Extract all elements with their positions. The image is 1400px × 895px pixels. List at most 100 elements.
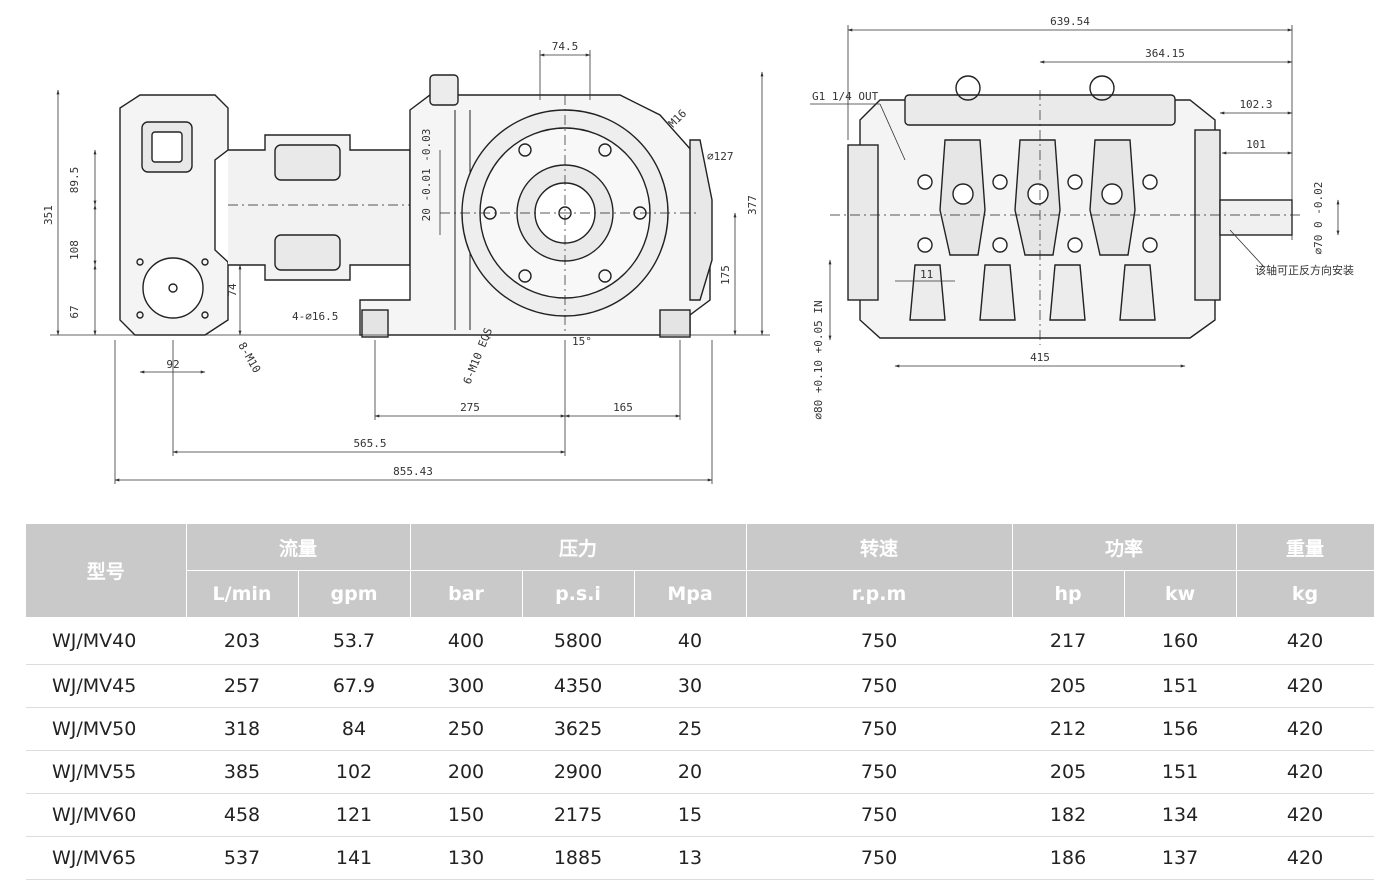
value-cell: 2175: [522, 793, 635, 837]
svg-text:4-∅16.5: 4-∅16.5: [292, 310, 338, 323]
header-pressure: 压力: [410, 524, 747, 571]
model-cell: WJ/MV45: [26, 664, 186, 708]
value-cell: 151: [1124, 664, 1237, 708]
svg-text:377: 377: [746, 195, 759, 215]
value-cell: 25: [634, 707, 747, 751]
value-cell: 67.9: [298, 664, 411, 708]
value-cell: 420: [1236, 664, 1375, 708]
value-cell: 156: [1124, 707, 1237, 751]
value-cell: 537: [186, 836, 298, 880]
unit-header: p.s.i: [522, 570, 635, 618]
value-cell: 186: [1012, 836, 1125, 880]
svg-text:92: 92: [166, 358, 179, 371]
model-cell: WJ/MV55: [26, 750, 186, 794]
value-cell: 420: [1236, 836, 1375, 880]
value-cell: 300: [410, 664, 523, 708]
model-cell: WJ/MV50: [26, 707, 186, 751]
value-cell: 160: [1124, 617, 1237, 665]
model-cell: WJ/MV65: [26, 836, 186, 880]
value-cell: 182: [1012, 793, 1125, 837]
side-view: [119, 74, 713, 338]
value-cell: 420: [1236, 617, 1375, 665]
value-cell: 203: [186, 617, 298, 665]
svg-text:275: 275: [460, 401, 480, 414]
svg-text:165: 165: [613, 401, 633, 414]
value-cell: 84: [298, 707, 411, 751]
value-cell: 134: [1124, 793, 1237, 837]
value-cell: 137: [1124, 836, 1237, 880]
unit-header: kg: [1236, 570, 1375, 618]
svg-text:565.5: 565.5: [353, 437, 386, 450]
svg-text:11: 11: [920, 268, 933, 281]
svg-text:67: 67: [68, 305, 81, 318]
svg-text:G1 1/4 OUT: G1 1/4 OUT: [812, 90, 879, 103]
unit-header: L/min: [186, 570, 299, 618]
value-cell: 3625: [522, 707, 635, 751]
value-cell: 40: [634, 617, 747, 665]
end-view-dimension-labels: 639.54 364.15 102.3 101 ∅70 0 -0.02 G1 1…: [812, 15, 1354, 420]
header-power: 功率: [1012, 524, 1237, 571]
value-cell: 130: [410, 836, 523, 880]
value-cell: 102: [298, 750, 411, 794]
value-cell: 20: [634, 750, 747, 794]
svg-text:74: 74: [226, 283, 239, 297]
header-speed: 转速: [746, 524, 1013, 571]
svg-text:20 -0.01 -0.03: 20 -0.01 -0.03: [420, 129, 433, 222]
value-cell: 750: [746, 836, 1013, 880]
svg-text:8-M10: 8-M10: [235, 340, 263, 375]
unit-header: gpm: [298, 570, 411, 618]
value-cell: 200: [410, 750, 523, 794]
header-flow: 流量: [186, 524, 411, 571]
value-cell: 250: [410, 707, 523, 751]
value-cell: 458: [186, 793, 298, 837]
unit-header: hp: [1012, 570, 1125, 618]
unit-header: Mpa: [634, 570, 747, 618]
unit-header: bar: [410, 570, 523, 618]
value-cell: 318: [186, 707, 298, 751]
value-cell: 420: [1236, 750, 1375, 794]
value-cell: 121: [298, 793, 411, 837]
value-cell: 205: [1012, 664, 1125, 708]
value-cell: 750: [746, 707, 1013, 751]
svg-text:102.3: 102.3: [1239, 98, 1272, 111]
value-cell: 5800: [522, 617, 635, 665]
svg-text:855.43: 855.43: [393, 465, 433, 478]
value-cell: 420: [1236, 707, 1375, 751]
value-cell: 420: [1236, 793, 1375, 837]
value-cell: 150: [410, 793, 523, 837]
technical-drawing: 74.5 89.5 108 67 351 377 175 74 92 4-∅16…: [42, 15, 1354, 484]
svg-text:∅80 +0.10 +0.05 IN: ∅80 +0.10 +0.05 IN: [812, 300, 825, 419]
value-cell: 30: [634, 664, 747, 708]
svg-text:415: 415: [1030, 351, 1050, 364]
svg-text:364.15: 364.15: [1145, 47, 1185, 60]
value-cell: 4350: [522, 664, 635, 708]
value-cell: 750: [746, 793, 1013, 837]
shaft-note: 该轴可正反方向安装: [1255, 263, 1354, 277]
value-cell: 2900: [522, 750, 635, 794]
end-view-dimensions: [810, 25, 1340, 368]
value-cell: 141: [298, 836, 411, 880]
value-cell: 205: [1012, 750, 1125, 794]
svg-text:89.5: 89.5: [68, 167, 81, 194]
value-cell: 750: [746, 664, 1013, 708]
svg-text:∅70 0 -0.02: ∅70 0 -0.02: [1312, 182, 1325, 255]
header-weight: 重量: [1236, 524, 1375, 571]
value-cell: 53.7: [298, 617, 411, 665]
value-cell: 257: [186, 664, 298, 708]
side-view-dimensions: [50, 50, 770, 484]
value-cell: 750: [746, 750, 1013, 794]
value-cell: 13: [634, 836, 747, 880]
model-cell: WJ/MV60: [26, 793, 186, 837]
table-unit-header-row: L/min gpm bar p.s.i Mpa r.p.m hp kw kg: [26, 570, 1375, 618]
table-group-header-row: 型号 流量 压力 转速 功率 重量: [26, 524, 1375, 618]
value-cell: 1885: [522, 836, 635, 880]
svg-text:74.5: 74.5: [552, 40, 579, 53]
value-cell: 212: [1012, 707, 1125, 751]
svg-text:15°: 15°: [572, 335, 592, 348]
header-model: 型号: [26, 524, 187, 618]
value-cell: 385: [186, 750, 298, 794]
